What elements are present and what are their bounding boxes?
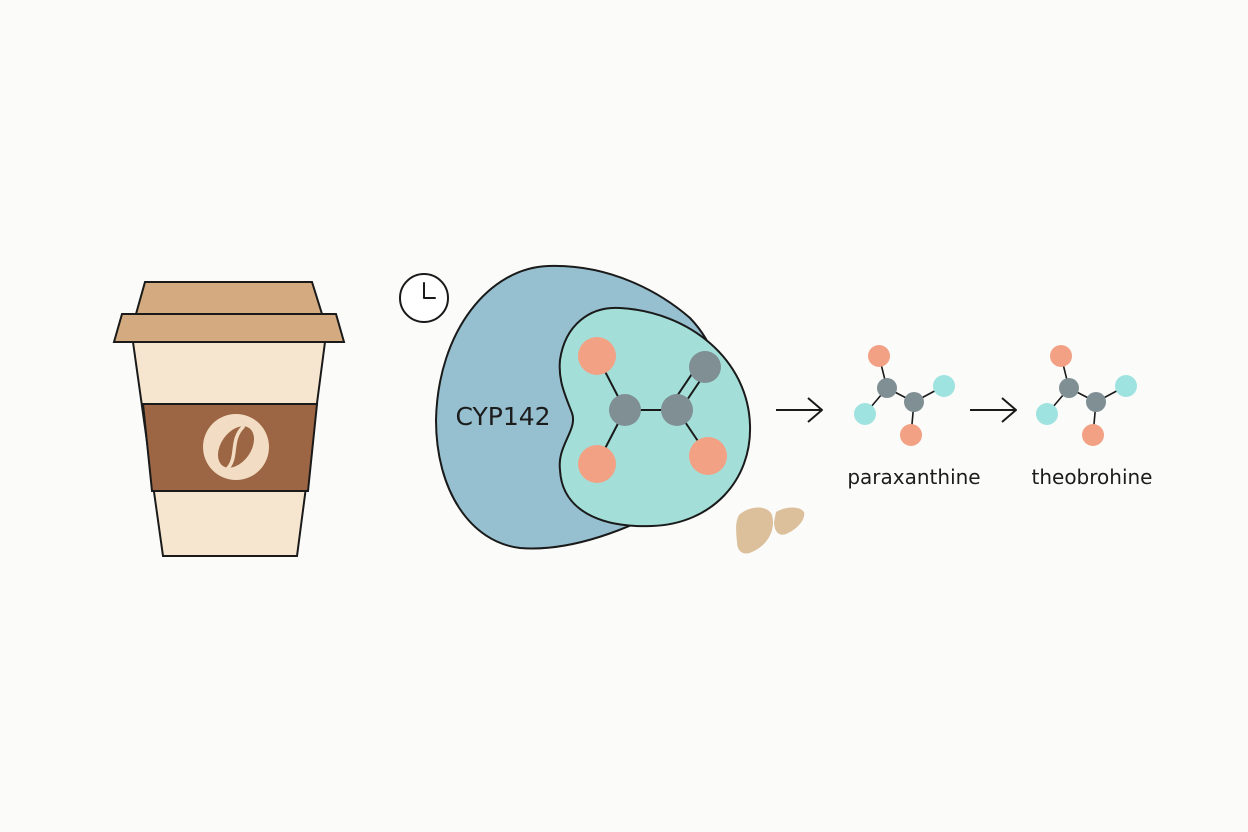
- atom: [661, 394, 693, 426]
- enzyme-label: CYP142: [455, 402, 550, 431]
- atom: [868, 345, 890, 367]
- product-molecule-paraxanthine: [854, 345, 955, 446]
- atom: [877, 378, 897, 398]
- product-label-paraxanthine: paraxanthine: [847, 465, 980, 489]
- arrow-right-icon: [776, 397, 823, 423]
- atom: [900, 424, 922, 446]
- coffee-bean-icon: [203, 414, 269, 480]
- atom: [1086, 392, 1106, 412]
- atom: [904, 392, 924, 412]
- substrate-molecule: [578, 337, 727, 483]
- product-molecule-theobrohine: [1036, 345, 1137, 446]
- arrow-right-icon: [970, 397, 1017, 423]
- atom: [609, 394, 641, 426]
- atom: [689, 351, 721, 383]
- liver-icon: [736, 507, 805, 554]
- coffee-cup-icon: [112, 281, 346, 557]
- atom: [1050, 345, 1072, 367]
- atom: [1036, 403, 1058, 425]
- atom: [854, 403, 876, 425]
- atom: [1059, 378, 1079, 398]
- atom: [578, 445, 616, 483]
- atom: [689, 437, 727, 475]
- cup-lid-rim: [112, 313, 346, 343]
- atom: [1115, 375, 1137, 397]
- atom: [1082, 424, 1104, 446]
- product-label-theobrohine: theobrohine: [1032, 465, 1153, 489]
- enzyme-cyp: CYP142: [434, 264, 752, 550]
- atom: [578, 337, 616, 375]
- cup-lid-top: [134, 281, 324, 315]
- atom: [933, 375, 955, 397]
- clock-icon: [399, 273, 449, 323]
